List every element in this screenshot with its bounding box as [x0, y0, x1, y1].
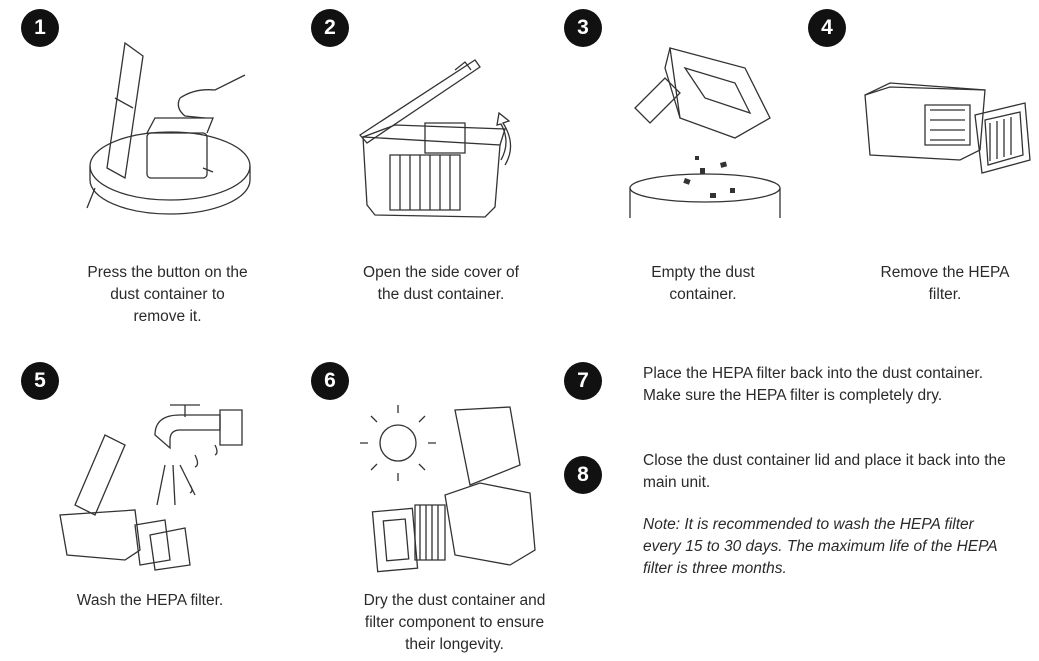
step-7-text: Place the HEPA filter back into the dust…	[643, 365, 984, 404]
empty-container-illustration	[625, 38, 785, 218]
step-8-badge: 8	[564, 456, 602, 494]
robot-vacuum-illustration	[85, 38, 255, 228]
step-6-caption: Dry the dust container and filter compon…	[363, 592, 546, 653]
dry-in-sun-illustration	[360, 405, 545, 575]
step-4-caption: Remove the HEPA filter.	[880, 264, 1010, 303]
step-8-text: Close the dust container lid and place i…	[643, 452, 1006, 491]
step-4-badge: 4	[808, 9, 846, 47]
dust-container-open-illustration	[355, 45, 525, 225]
remove-hepa-filter-illustration	[860, 75, 1035, 175]
step-5-badge: 5	[21, 362, 59, 400]
step-2-badge: 2	[311, 9, 349, 47]
step-1-caption: Press the button on the dust container t…	[87, 264, 248, 325]
step-5-caption: Wash the HEPA filter.	[76, 592, 224, 609]
wash-filter-illustration	[55, 395, 245, 570]
step-2-caption: Open the side cover of the dust containe…	[363, 264, 519, 303]
maintenance-note: Note: It is recommended to wash the HEPA…	[643, 516, 998, 577]
step-7-badge: 7	[564, 362, 602, 400]
step-6-badge: 6	[311, 362, 349, 400]
step-3-caption: Empty the dust container.	[651, 264, 755, 303]
step-1-badge: 1	[21, 9, 59, 47]
step-3-badge: 3	[564, 9, 602, 47]
